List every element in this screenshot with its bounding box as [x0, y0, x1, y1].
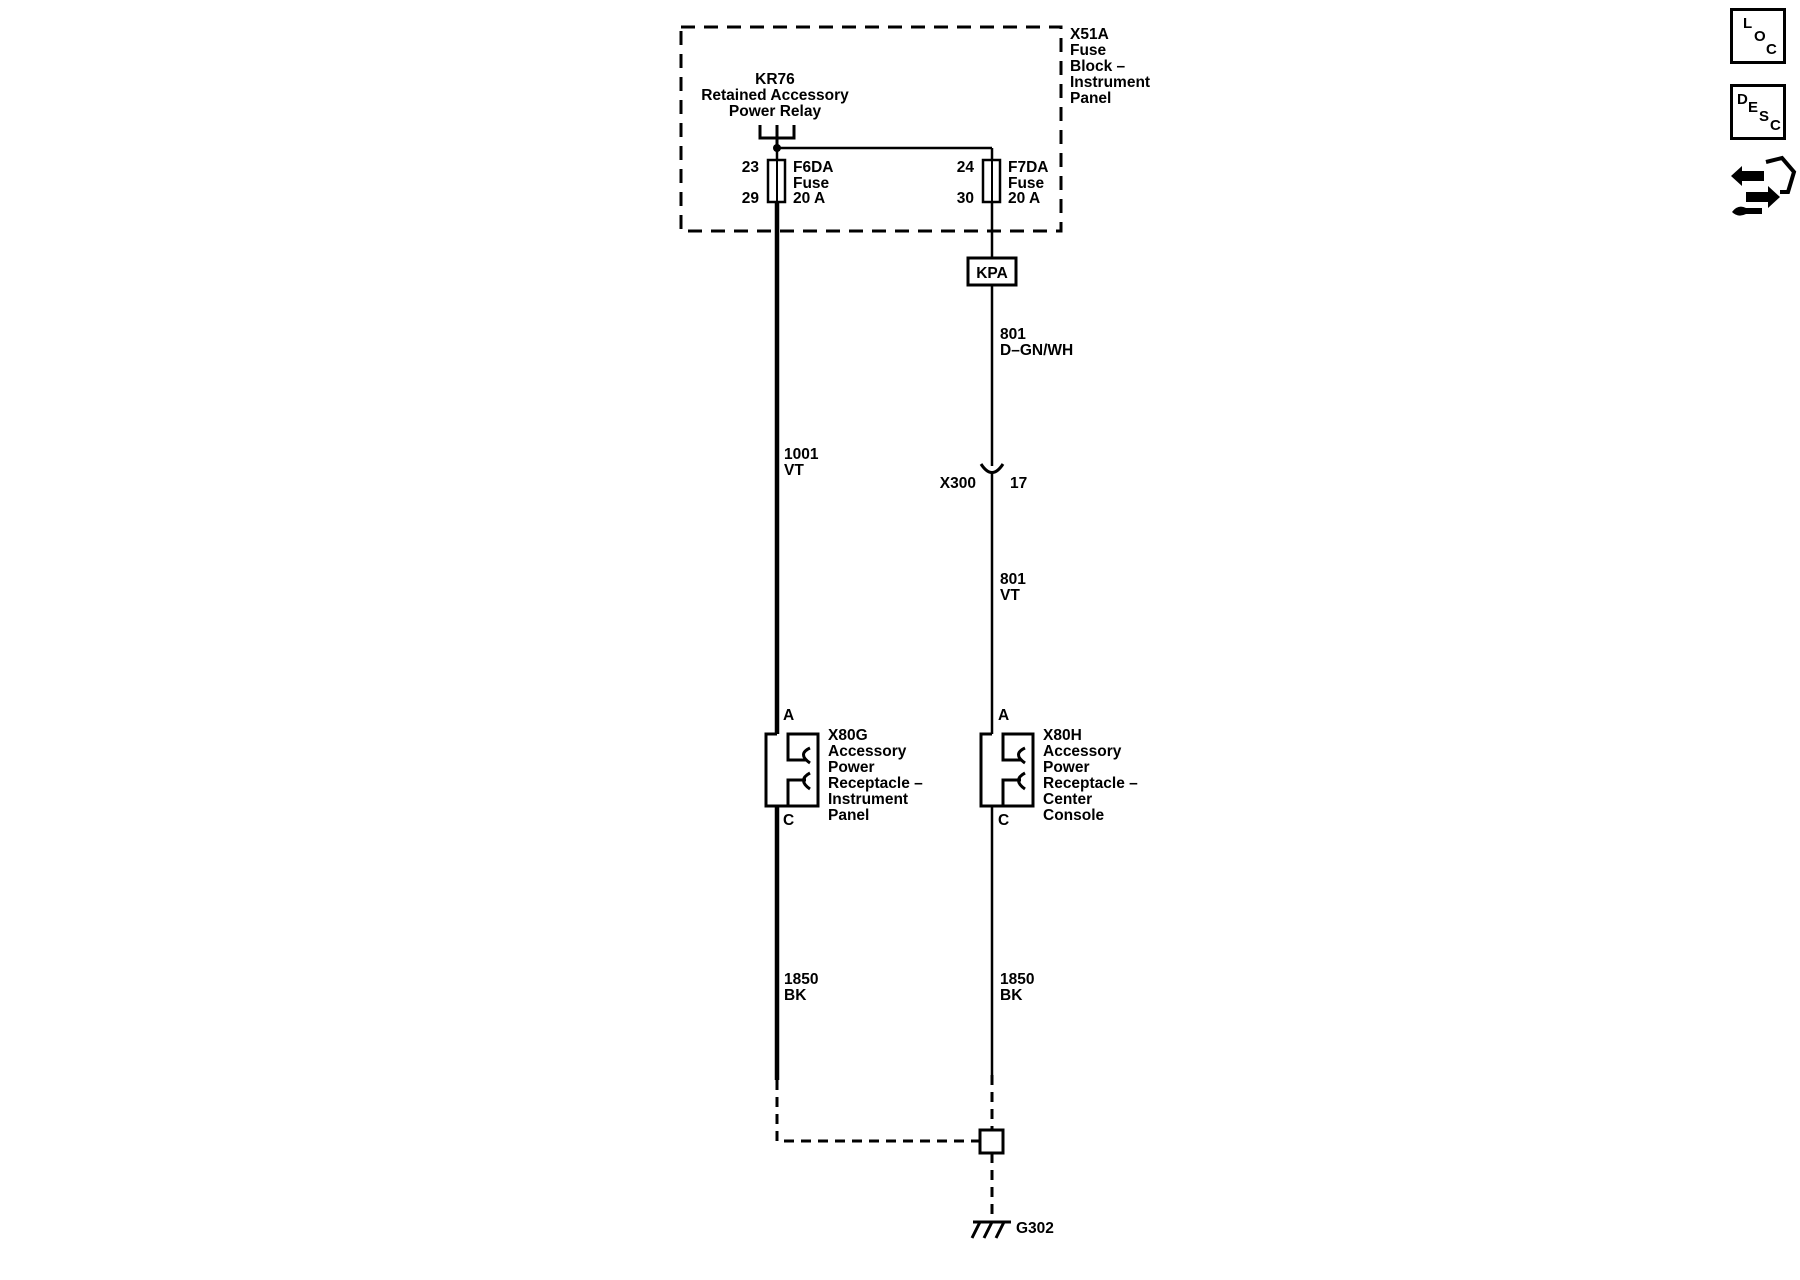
x80h-name-line-3: Receptacle – [1043, 775, 1138, 792]
desc-icon[interactable]: D E S C [1730, 84, 1786, 140]
x80h-receptacle-symbol [979, 732, 1035, 808]
loc-icon-letter-o: O [1754, 28, 1766, 45]
fuse-f6da-id: F6DA [793, 159, 833, 176]
x80h-socket-top [1017, 746, 1026, 765]
fuse-f6da-pin-top: 23 [742, 159, 760, 176]
fuse-f7da-id: F7DA [1008, 159, 1048, 176]
x300-id: X300 [940, 475, 976, 492]
ground-splice-box [978, 1128, 1005, 1155]
desc-icon-letter-d: D [1737, 91, 1748, 108]
fuse-f6da-label: Fuse [793, 175, 830, 192]
relay-id: KR76 [755, 71, 795, 88]
x80g-name-line-2: Power [828, 759, 875, 776]
connector-repair-shell [1765, 155, 1797, 194]
connector-repair-arrows [1731, 166, 1780, 208]
loc-icon-letter-l: L [1743, 15, 1753, 32]
kpa-label: KPA [976, 265, 1008, 282]
x80g-pin-bottom: C [783, 812, 794, 829]
x300-pin: 17 [1010, 475, 1027, 492]
x80g-name-line-3: Receptacle – [828, 775, 923, 792]
x80h-pin-bottom: C [998, 812, 1009, 829]
fuse-f7da-rating: 20 A [1008, 190, 1040, 207]
x80h-name-line-4: Center [1043, 791, 1092, 808]
desc-icon-letter-e: E [1748, 99, 1759, 116]
ground-dashed-path [775, 1080, 980, 1143]
ground-symbol-hatch [970, 1221, 1006, 1239]
wire-1001-circuit: 1001 [784, 446, 819, 463]
connector-repair-icon[interactable] [1728, 152, 1798, 220]
x80h-id: X80H [1043, 727, 1082, 744]
connector-repair-wrench [1732, 206, 1762, 216]
x80h-name-line-1: Accessory [1043, 743, 1122, 760]
fuse-block-id: X51A [1070, 26, 1109, 43]
x80g-name-line-1: Accessory [828, 743, 907, 760]
wire-801-dgnwh-color: D–GN/WH [1000, 342, 1073, 359]
fuse-block-boundary [679, 25, 1063, 233]
desc-icon-letter-s: S [1759, 108, 1770, 125]
x80g-id: X80G [828, 727, 868, 744]
fuse-block-name-line-1: Fuse [1070, 42, 1107, 59]
fuse-f7da-pin-bottom: 30 [957, 190, 974, 207]
x80g-socket-top [802, 746, 811, 765]
desc-icon-letter-c: C [1770, 117, 1781, 134]
x80h-name-line-5: Console [1043, 807, 1105, 824]
x80h-name-line-2: Power [1043, 759, 1090, 776]
wire-1001-color: VT [784, 462, 804, 479]
relay-name-line-1: Retained Accessory [701, 87, 849, 104]
wire-1850-right-color: BK [1000, 987, 1023, 1004]
ground-id: G302 [1016, 1220, 1054, 1237]
wire-801vt-color: VT [1000, 587, 1020, 604]
x80g-socket-bottom [802, 771, 811, 791]
wire-801-dgnwh-circuit: 801 [1000, 326, 1026, 343]
fuse-f6da-rating: 20 A [793, 190, 825, 207]
fuse-block-name-line-3: Instrument [1070, 74, 1150, 91]
wire-1850-right-circuit: 1850 [1000, 971, 1034, 988]
x80g-pin-top: A [783, 707, 794, 724]
fuse-f6da-pin-bottom: 29 [742, 190, 760, 207]
x80g-name-line-4: Instrument [828, 791, 908, 808]
relay-name-line-2: Power Relay [729, 103, 822, 120]
fuse-f7da-pin-top: 24 [957, 159, 975, 176]
wire-1850-left-color: BK [784, 987, 807, 1004]
x80h-pin-top: A [998, 707, 1009, 724]
loc-icon-letter-c: C [1766, 41, 1777, 58]
loc-icon[interactable]: L O C [1730, 8, 1786, 64]
fuse-block-name-line-4: Panel [1070, 90, 1111, 107]
wire-801vt-circuit: 801 [1000, 571, 1026, 588]
wire-1850-left-circuit: 1850 [784, 971, 818, 988]
fuse-block-name-line-2: Block – [1070, 58, 1126, 75]
x80h-socket-bottom [1017, 771, 1026, 791]
x80g-receptacle-symbol [764, 732, 820, 808]
fuse-f7da-label: Fuse [1008, 175, 1045, 192]
x80g-name-line-5: Panel [828, 807, 869, 824]
